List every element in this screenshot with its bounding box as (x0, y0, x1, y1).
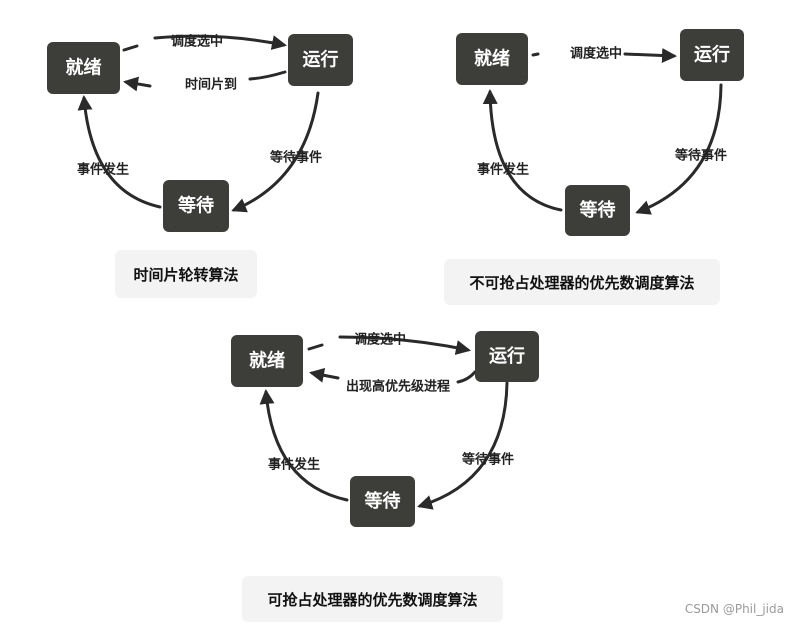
diagram-non-preemptive-priority: 调度选中 等待事件 事件发生 就绪 运行 等待 (456, 29, 744, 236)
caption-non-preemptive-priority: 不可抢占处理器的优先数调度算法 (444, 259, 720, 305)
state-ready: 就绪 (456, 33, 528, 85)
state-ready: 就绪 (47, 42, 120, 94)
edge-label-dispatch: 调度选中 (354, 332, 406, 348)
edge-label-event-occurred: 事件发生 (268, 457, 320, 473)
state-waiting: 等待 (565, 185, 630, 236)
edge-wait-event (417, 381, 509, 510)
state-waiting-label: 等待 (178, 195, 214, 217)
edge-event-occurred (77, 95, 162, 209)
edge-label-wait-event: 等待事件 (674, 148, 727, 164)
edge-higher-priority-arrived (309, 367, 477, 384)
caption-preemptive-priority: 可抢占处理器的优先数调度算法 (242, 576, 503, 622)
caption-round-robin: 时间片轮转算法 (115, 250, 257, 298)
edge-dispatch (122, 34, 287, 52)
edge-wait-event (635, 83, 723, 215)
state-running-label: 运行 (489, 345, 525, 367)
edge-wait-event (231, 91, 320, 213)
edge-label-wait-event: 等待事件 (269, 150, 322, 166)
edge-label-event-occurred: 事件发生 (477, 162, 529, 178)
edge-time-slice-expired (123, 70, 287, 92)
edge-label-higher-priority-arrived: 出现高优先级进程 (346, 379, 450, 395)
state-waiting: 等待 (350, 476, 415, 527)
state-running: 运行 (475, 331, 539, 382)
state-ready: 就绪 (231, 335, 303, 387)
edge-label-event-occurred: 事件发生 (77, 162, 129, 178)
state-ready-label: 就绪 (249, 350, 285, 372)
edge-dispatch (307, 335, 471, 355)
edge-label-time-slice-expired: 时间片到 (185, 77, 237, 93)
watermark: CSDN @Phil_jida (684, 602, 784, 616)
state-waiting: 等待 (163, 180, 229, 232)
state-running: 运行 (680, 29, 744, 81)
state-ready-label: 就绪 (66, 57, 102, 79)
state-ready-label: 就绪 (474, 48, 510, 70)
diagram-preemptive-priority: 调度选中 出现高优先级进程 等待事件 就绪 运行 等待 事件发生 (231, 331, 539, 527)
state-running: 运行 (288, 34, 353, 86)
diagram-round-robin: 调度选中 时间片到 等待事件 事件发生 就绪 运行 等待 (47, 34, 353, 232)
state-running-label: 运行 (694, 44, 730, 66)
edge-label-wait-event: 等待事件 (461, 452, 514, 468)
edge-label-dispatch: 调度选中 (171, 34, 223, 50)
edge-event-occurred (482, 89, 563, 212)
state-running-label: 运行 (303, 49, 339, 71)
edge-label-dispatch: 调度选中 (570, 46, 622, 62)
edge-event-occurred (259, 389, 349, 502)
edge-dispatch (531, 48, 677, 64)
state-waiting-label: 等待 (365, 490, 401, 512)
state-waiting-label: 等待 (580, 199, 616, 221)
